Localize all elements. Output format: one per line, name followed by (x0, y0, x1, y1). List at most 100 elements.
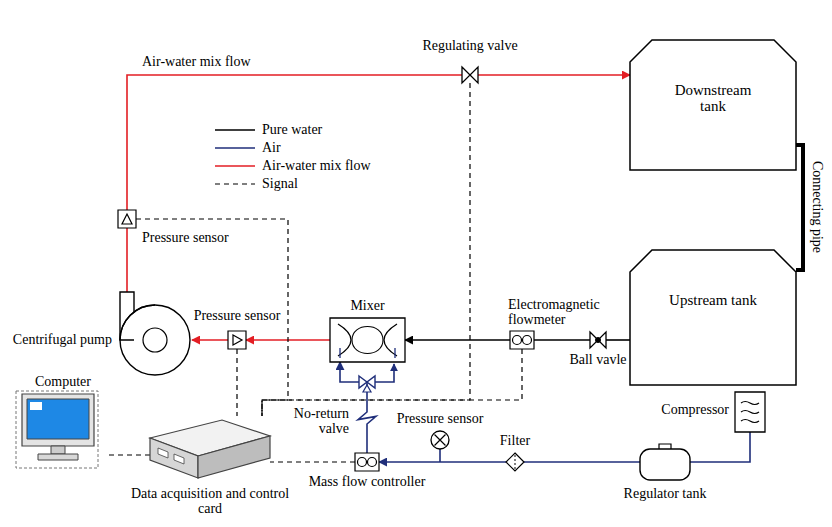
pipe-line (690, 432, 750, 462)
regulator-tank: Regulator tank (640, 444, 690, 480)
node-label: No-return valve (282, 406, 349, 437)
pipe-line (478, 74, 630, 76)
computer: Computer (18, 394, 108, 470)
filter: Filter (506, 453, 524, 471)
node-label: Upstream tank (669, 292, 757, 309)
shape-outline (143, 328, 167, 352)
regulator-tank-shape (640, 444, 690, 480)
shape-outline (118, 210, 136, 228)
pressure-sensor-shape (431, 431, 449, 449)
pipe-line (534, 339, 590, 341)
shape-outline (198, 436, 270, 478)
shape-outline (51, 446, 65, 454)
pipe-line (127, 75, 462, 210)
mixer-shape (330, 318, 405, 362)
compressor: Compressor (735, 392, 765, 432)
shape-outline (513, 336, 522, 345)
computer-shape (18, 394, 108, 470)
shape-outline (27, 399, 89, 439)
sensor-tap (439, 449, 441, 462)
legend-label: Pure water (262, 122, 322, 137)
shape-outline (590, 332, 606, 348)
signal-line (108, 454, 150, 455)
shape-outline (435, 435, 446, 446)
shape-outline (158, 448, 184, 464)
flowmeter: Electromagnetic flowmeter (510, 331, 534, 349)
pipe-line (366, 428, 368, 453)
downstream-tank: Downstream tank (630, 40, 796, 170)
shape-outline (640, 449, 690, 480)
shape-outline (741, 402, 759, 423)
node-label: Pressure sensor (194, 308, 281, 323)
shape-outline (340, 348, 395, 358)
node-label: Filter (500, 433, 530, 448)
pipe-line (796, 145, 803, 270)
pipe-line (606, 339, 630, 341)
legend-line-sample (215, 129, 255, 131)
node-label: Pressure sensor (142, 230, 229, 245)
shape-outline (515, 455, 516, 469)
pipe-line (379, 461, 506, 463)
daq-card: Data acquisition and control card (150, 416, 270, 482)
pipe-line (405, 339, 510, 341)
signal-line (262, 83, 470, 416)
shape-outline (38, 454, 78, 460)
legend-label: Air-water mix flow (262, 158, 371, 173)
shape-outline (735, 392, 765, 432)
node-label: Regulating valve (422, 38, 517, 53)
shape-outline (122, 214, 132, 224)
shape-outline (355, 453, 379, 471)
node-label: Centrifugal pump (13, 332, 112, 347)
legend-label: Air (262, 140, 281, 155)
pressure-sensor-shape (228, 331, 246, 349)
regulating-valve: Regulating valve (462, 67, 478, 83)
legend-line-sample (215, 147, 255, 149)
node-label: Pressure sensor (397, 411, 484, 426)
node-label: Downstream tank (663, 82, 764, 115)
regulating-valve-shape (462, 67, 478, 83)
legend-line-sample (215, 183, 255, 184)
no-return-valve: No-return valve (355, 408, 379, 428)
shape-outline (431, 431, 449, 449)
signal-line (236, 349, 237, 416)
centrifugal-pump: Centrifugal pump (118, 292, 192, 378)
shape-outline (30, 402, 42, 410)
upstream-tank: Upstream tank (630, 250, 796, 385)
shape-outline (150, 438, 198, 478)
pipe-line (192, 339, 228, 341)
mass-flow-controller: Mass flow controller (355, 453, 379, 471)
pipe-line (126, 228, 128, 292)
shape-outline (462, 67, 478, 83)
edge-label: Air-water mix flow (140, 54, 253, 69)
pipe-line (524, 461, 640, 463)
legend-line-sample (215, 165, 255, 167)
pressure-sensor: Pressure sensor (228, 331, 246, 349)
shape-outline (596, 338, 601, 343)
ball-valve: Ball vavle (590, 332, 606, 348)
shape-outline (630, 250, 796, 385)
shape-outline (233, 335, 242, 345)
shape-outline (506, 453, 524, 471)
signal-line (270, 461, 355, 462)
shape-outline (630, 40, 796, 170)
node-label: Data acquisition and control card (127, 486, 293, 517)
shape-outline (510, 331, 534, 349)
shape-outline (338, 324, 397, 356)
node-label: Mixer (350, 298, 384, 313)
shape-outline (228, 331, 246, 349)
node-label: Computer (35, 374, 91, 389)
shape-outline (330, 318, 405, 362)
node-label: Compressor (661, 402, 729, 417)
mixer: Mixer (330, 318, 405, 362)
node-label: Ball vavle (569, 352, 626, 367)
daq-card-shape (150, 416, 270, 482)
edge-label: Connecting pipe (809, 159, 824, 255)
shape-outline (120, 305, 190, 375)
ball-valve-shape (590, 332, 606, 348)
node-label: Electromagnetic flowmeter (508, 297, 627, 328)
shape-outline (22, 394, 94, 446)
legend-label: Signal (262, 176, 298, 191)
filter-shape (506, 453, 524, 471)
no-return-valve-shape (355, 408, 379, 428)
node-label: Mass flow controller (309, 474, 426, 489)
